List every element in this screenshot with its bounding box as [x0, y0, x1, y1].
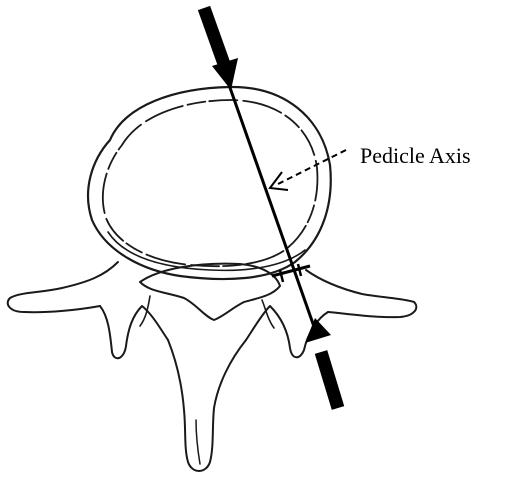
- pedicle-tick-2: [298, 264, 301, 276]
- pedicle-axis-line: [228, 82, 318, 338]
- right-transverse-process: [306, 270, 416, 317]
- vertebral-foramen: [140, 264, 280, 320]
- posterior-elements: [8, 262, 417, 471]
- top-arrow-head: [212, 58, 238, 90]
- spinous-process: [168, 340, 246, 471]
- pedicle-axis: [204, 8, 338, 408]
- pedicle-axis-label: Pedicle Axis: [360, 143, 471, 168]
- vertebral-body-outer-rim: [88, 87, 331, 279]
- spinous-process-inner: [196, 420, 200, 464]
- vertebral-body: [88, 87, 331, 279]
- annotation-leader: [270, 150, 346, 190]
- left-transverse-process: [8, 262, 118, 312]
- left-lamina: [100, 306, 168, 358]
- top-arrow-shaft: [204, 8, 224, 64]
- bottom-arrow-head: [305, 318, 331, 343]
- leader-arrow-head: [270, 172, 288, 190]
- leader-dashed-line: [278, 150, 346, 184]
- bottom-arrow-shaft: [321, 352, 338, 408]
